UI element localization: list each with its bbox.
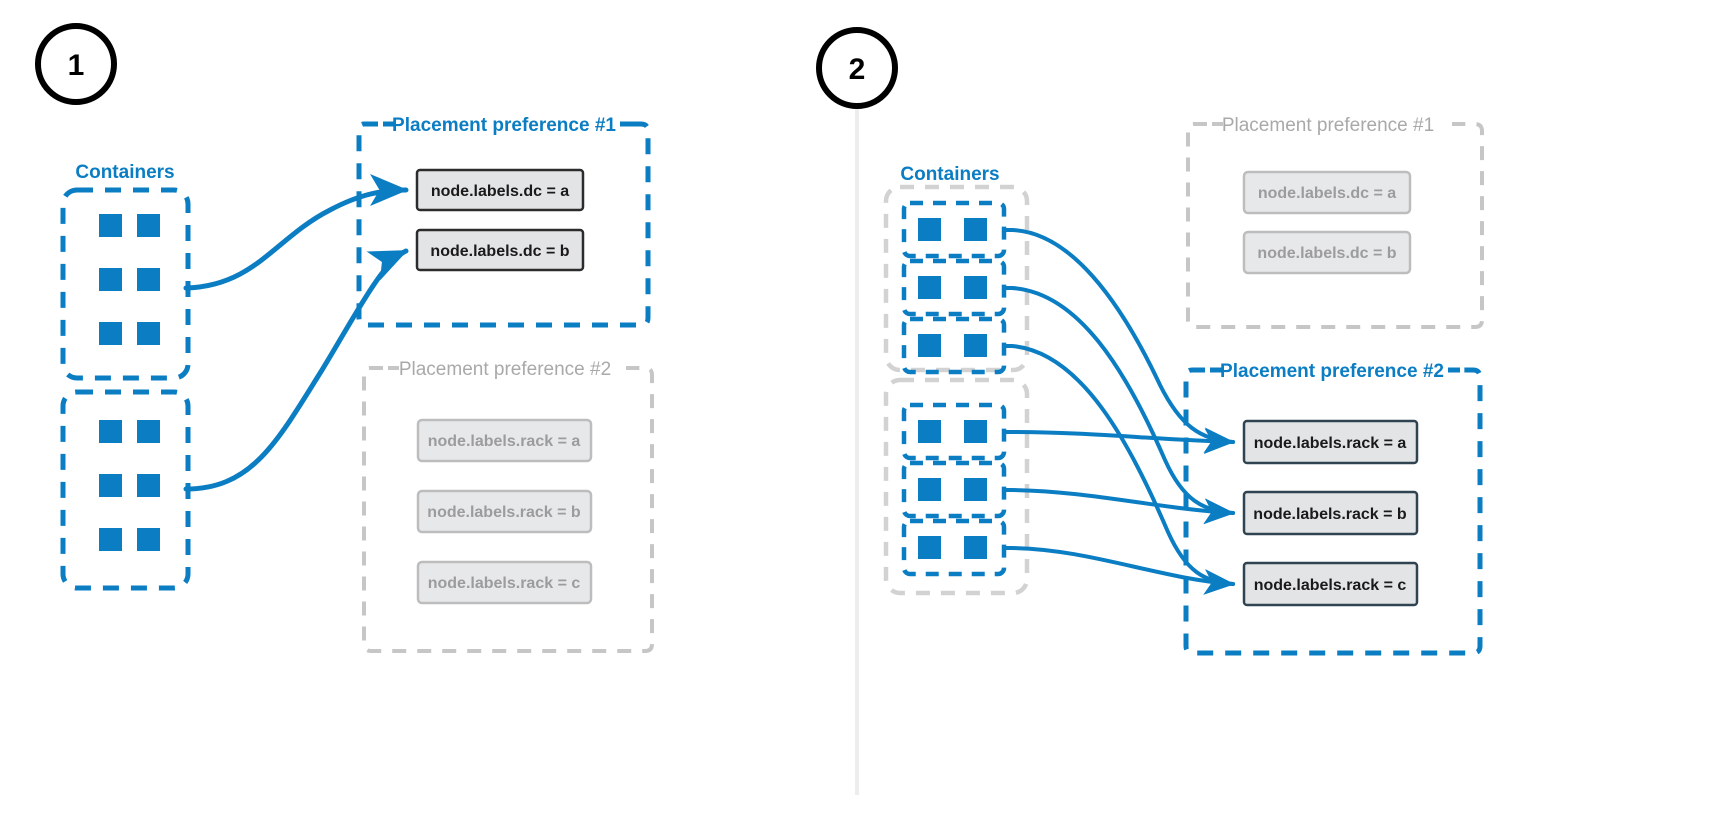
p1-chip-dc-a[interactable]: node.labels.dc = a: [415, 168, 585, 212]
p1-chip-dc-b-box: [415, 228, 585, 272]
p1-group-1[interactable]: [60, 187, 191, 381]
p1-pref-2[interactable]: Placement preference #2 node.labels.rack…: [362, 359, 654, 653]
container-square: [918, 536, 941, 559]
panel-1: 1 Containers: [35, 23, 654, 653]
p1-chip-dc-a-box: [415, 168, 585, 212]
p1-arrow-group1-to-dc-a: [183, 174, 409, 291]
container-square: [137, 420, 160, 443]
p2-sub-2[interactable]: [901, 258, 1007, 317]
p2-arrow-sub3-to-rack-c: [1002, 344, 1235, 595]
p2-chip-rack-c-box: [1242, 561, 1419, 607]
p2-connectors: [1002, 228, 1235, 595]
p2-chip-dc-b[interactable]: node.labels.dc = b: [1242, 230, 1412, 275]
container-square: [99, 322, 122, 345]
p2-chip-rack-a-label: node.labels.rack = a: [1254, 435, 1407, 452]
p1-connectors: [183, 174, 409, 492]
p1-chip-rack-a[interactable]: node.labels.rack = a: [416, 418, 593, 463]
p2-chip-dc-b-box: [1242, 230, 1412, 275]
p2-sub-5[interactable]: [901, 460, 1007, 519]
p1-chip-dc-b-label: node.labels.dc = b: [430, 243, 569, 260]
p2-pref-1-outline: [1186, 122, 1484, 329]
p2-chip-rack-a[interactable]: node.labels.rack = a: [1242, 419, 1419, 465]
container-square: [137, 528, 160, 551]
p1-chip-rack-b[interactable]: node.labels.rack = b: [416, 489, 593, 534]
p2-chip-dc-a-box: [1242, 170, 1412, 215]
container-square: [964, 420, 987, 443]
p2-chip-rack-c-label: node.labels.rack = c: [1254, 577, 1407, 594]
p1-chip-rack-a-box: [416, 418, 593, 463]
container-square: [137, 214, 160, 237]
p2-arrow-sub5-to-rack-b: [1002, 488, 1235, 525]
p1-chip-rack-c-label: node.labels.rack = c: [428, 575, 581, 592]
p2-arrow-sub4-to-rack-a: [1002, 428, 1235, 455]
container-square: [137, 474, 160, 497]
p2-pref-1[interactable]: Placement preference #1 node.labels.dc =…: [1186, 115, 1484, 329]
container-square: [99, 474, 122, 497]
container-square: [99, 268, 122, 291]
p1-group-1-outline: [60, 187, 191, 381]
p1-chip-rack-a-label: node.labels.rack = a: [428, 433, 581, 450]
container-square: [137, 268, 160, 291]
p2-sub-3[interactable]: [901, 316, 1007, 375]
container-square: [99, 528, 122, 551]
step-badge-1: 1: [35, 23, 117, 105]
p1-pref-1[interactable]: Placement preference #1 node.labels.dc =…: [356, 115, 651, 328]
p2-chip-rack-b-box: [1242, 490, 1419, 536]
p2-arrow-sub1-to-rack-a: [1002, 228, 1235, 454]
p2-pref-2-title: Placement preference #2: [1220, 361, 1444, 382]
container-square: [964, 218, 987, 241]
p2-outer-1-outline: [883, 184, 1030, 373]
container-square: [99, 214, 122, 237]
p2-sub-4[interactable]: [901, 402, 1007, 461]
p2-outer-2[interactable]: [883, 377, 1030, 596]
p1-pref-1-title: Placement preference #1: [392, 115, 616, 136]
p2-chip-dc-a-label: node.labels.dc = a: [1258, 185, 1396, 202]
step-badge-2-label: 2: [849, 53, 866, 86]
p1-pref-2-title: Placement preference #2: [399, 359, 611, 380]
p2-pref-2[interactable]: Placement preference #2 node.labels.rack…: [1183, 361, 1483, 656]
panel-2-containers-label: Containers: [900, 164, 999, 185]
p2-arrow-sub6-to-rack-c: [1002, 546, 1235, 595]
p2-pref-1-title: Placement preference #1: [1222, 115, 1434, 136]
p2-outer-2-outline: [883, 377, 1030, 596]
p1-pref-1-outline: [356, 121, 651, 328]
container-square: [964, 478, 987, 501]
container-square: [918, 218, 941, 241]
p2-outer-1[interactable]: [883, 184, 1030, 375]
container-square: [918, 478, 941, 501]
step-badge-2: 2: [816, 27, 898, 109]
p2-chip-dc-b-label: node.labels.dc = b: [1257, 245, 1396, 262]
container-square: [918, 334, 941, 357]
panel-2: 2 Containers: [816, 27, 1484, 656]
p2-sub-6[interactable]: [901, 518, 1007, 577]
p2-chip-rack-c[interactable]: node.labels.rack = c: [1242, 561, 1419, 607]
p1-chip-rack-c[interactable]: node.labels.rack = c: [416, 560, 593, 605]
panel-1-containers-label: Containers: [75, 162, 174, 183]
p2-chip-rack-b-label: node.labels.rack = b: [1253, 506, 1407, 523]
p2-arrow-sub2-to-rack-b: [1002, 286, 1235, 524]
container-square: [964, 536, 987, 559]
container-square: [964, 334, 987, 357]
container-square: [964, 276, 987, 299]
p1-group-2-outline: [60, 389, 191, 591]
p1-chip-rack-c-box: [416, 560, 593, 605]
p1-pref-2-outline: [362, 366, 654, 653]
p2-chip-rack-b[interactable]: node.labels.rack = b: [1242, 490, 1419, 536]
p1-chip-dc-b[interactable]: node.labels.dc = b: [415, 228, 585, 272]
p1-chip-rack-b-label: node.labels.rack = b: [427, 504, 581, 521]
p2-chip-rack-a-box: [1242, 419, 1419, 465]
p1-chip-rack-b-box: [416, 489, 593, 534]
container-square: [137, 322, 160, 345]
p2-chip-dc-a[interactable]: node.labels.dc = a: [1242, 170, 1412, 215]
container-square: [99, 420, 122, 443]
container-square: [918, 276, 941, 299]
container-square: [918, 420, 941, 443]
p1-chip-dc-a-label: node.labels.dc = a: [431, 183, 569, 200]
p1-group-2[interactable]: [60, 389, 191, 591]
step-badge-1-label: 1: [68, 49, 85, 82]
p1-arrow-group2-to-dc-b: [183, 248, 409, 492]
p2-sub-1[interactable]: [901, 200, 1007, 259]
